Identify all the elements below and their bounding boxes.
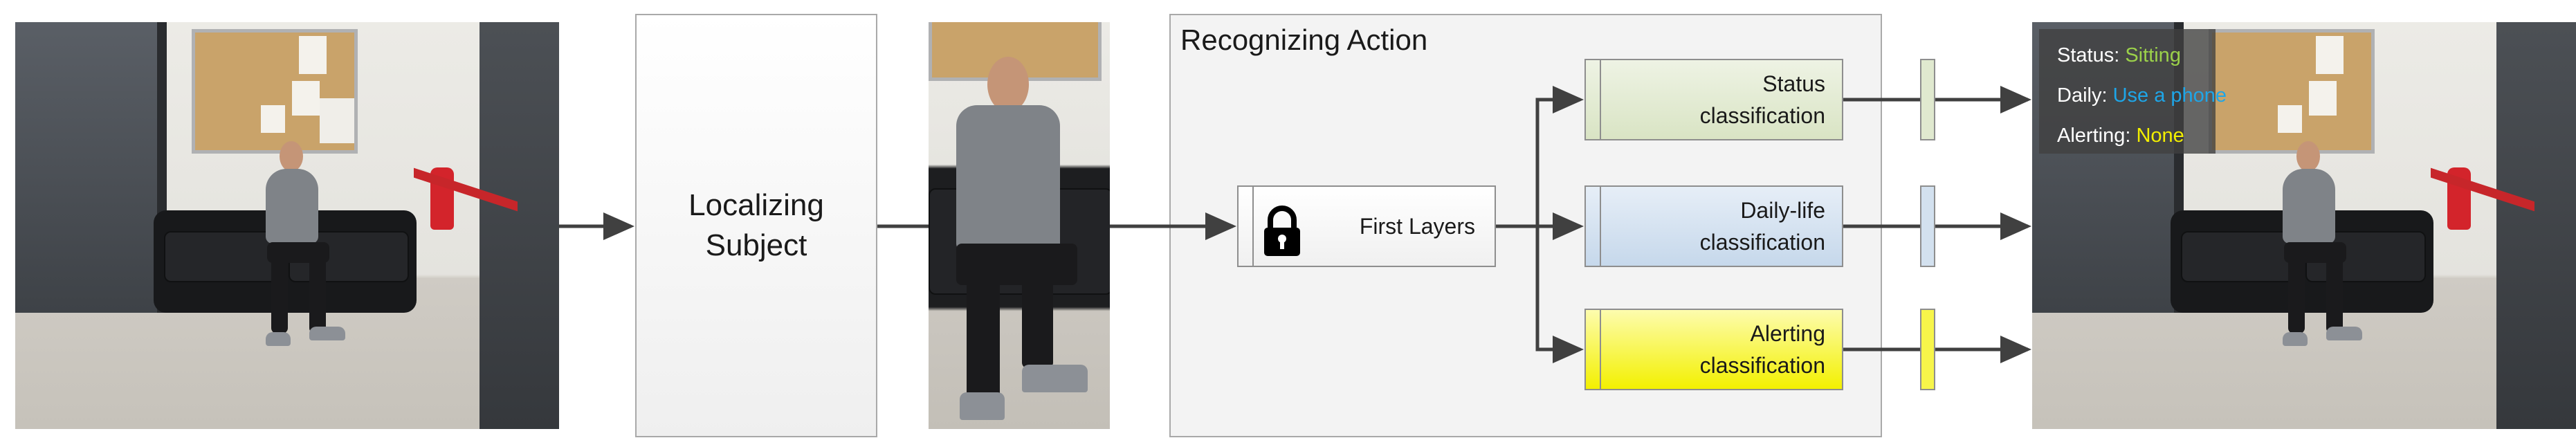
- first-layers-box: First Layers: [1237, 185, 1496, 267]
- status-result: Status: Sitting: [2057, 44, 2181, 66]
- recognizing-action-title: Recognizing Action: [1180, 24, 1428, 56]
- status-classification-box: Status classification: [1584, 59, 1843, 140]
- lock-icon: [1264, 206, 1300, 256]
- output-photo: Status: Sitting Daily: Use a phone Alert…: [2032, 22, 2576, 429]
- daily-life-classification-box: Daily-life classification: [1584, 185, 1843, 267]
- cork-board: [192, 29, 358, 154]
- daily-life-classification-label: Daily-life classification: [1699, 198, 1825, 255]
- door-right: [479, 22, 559, 429]
- status-value: Sitting: [2125, 44, 2181, 66]
- alerting-output-bar: [1920, 309, 1935, 390]
- door-left: [15, 22, 157, 313]
- prediction-overlay: Status: Sitting Daily: Use a phone Alert…: [2039, 29, 2227, 154]
- localizing-subject-label: Localizing Subject: [688, 188, 824, 262]
- person-torso: [266, 169, 318, 244]
- localizing-subject-box: Localizing Subject: [635, 14, 877, 437]
- alerting-result: Alerting: None: [2057, 125, 2184, 147]
- status-output-bar: [1920, 59, 1935, 140]
- alerting-classification-label: Alerting classification: [1699, 321, 1825, 378]
- input-photo: [15, 22, 559, 429]
- cropped-subject-photo: [929, 22, 1110, 429]
- daily-output-bar: [1920, 185, 1935, 267]
- person-head: [280, 141, 303, 172]
- arrow-to-status: [1535, 86, 1584, 226]
- status-classification-label: Status classification: [1699, 71, 1825, 128]
- daily-value: Use a phone: [2112, 84, 2227, 107]
- daily-result: Daily: Use a phone: [2057, 84, 2227, 107]
- first-layers-label: First Layers: [1359, 213, 1475, 239]
- arrow-to-alerting: [1535, 226, 1584, 363]
- alerting-classification-box: Alerting classification: [1584, 309, 1843, 390]
- alerting-value: None: [2136, 125, 2184, 147]
